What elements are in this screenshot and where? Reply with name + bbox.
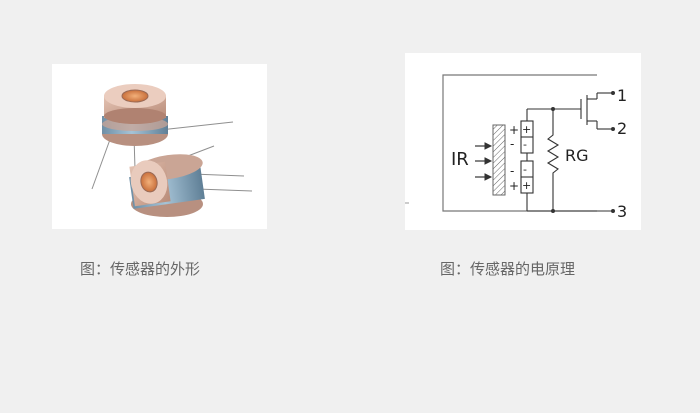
- plus-mark: +: [522, 123, 531, 136]
- sensor-photo: [91, 84, 253, 217]
- rg-label: RG: [565, 146, 589, 165]
- plus-mark: +: [522, 179, 531, 192]
- junction-dot: [551, 209, 555, 213]
- minus-mark: -: [510, 137, 514, 151]
- pin-dot: [611, 91, 615, 95]
- pin1-label: 1: [617, 86, 627, 105]
- sensor-photo-panel: [52, 64, 267, 229]
- sensor-top: [102, 84, 168, 146]
- minus-mark: -: [523, 163, 527, 176]
- pin-dot: [611, 209, 615, 213]
- ir-filter-element: [492, 124, 506, 196]
- sensor-bottom: [129, 154, 205, 217]
- plus-mark: +: [509, 179, 519, 193]
- circuit-caption: 图：传感器的电原理: [440, 260, 576, 278]
- resistor-rg: [546, 109, 560, 211]
- minus-mark: -: [510, 164, 514, 178]
- fet-transistor: [580, 92, 613, 130]
- ir-arrows: [475, 142, 493, 181]
- minus-mark: -: [523, 138, 527, 151]
- plus-mark: +: [509, 123, 519, 137]
- circuit-panel: IR + - - + +: [405, 53, 641, 230]
- sensing-elements: [520, 109, 534, 211]
- lead-wire: [91, 133, 113, 190]
- lead-wire: [196, 188, 253, 192]
- lead-wire: [159, 121, 234, 131]
- pin3-label: 3: [617, 202, 627, 221]
- pin2-label: 2: [617, 119, 627, 138]
- ir-label: IR: [451, 149, 469, 170]
- circuit-diagram: IR + - - + +: [405, 74, 627, 221]
- housing-outline: [442, 74, 597, 212]
- pin-dot: [611, 127, 615, 131]
- photo-caption: 图：传感器的外形: [80, 260, 201, 278]
